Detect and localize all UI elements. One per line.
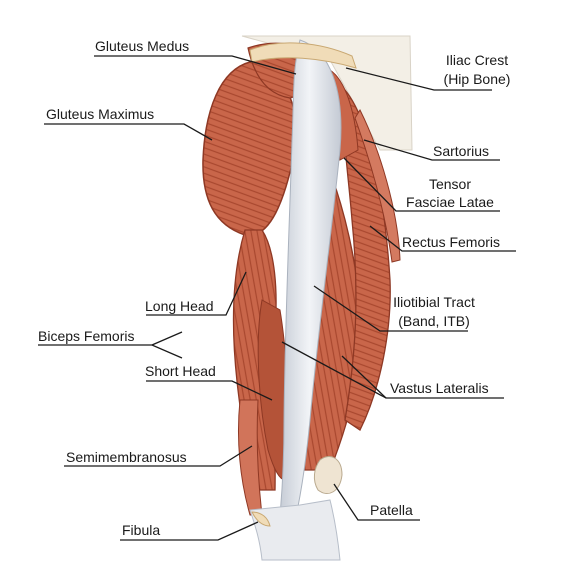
label-band-itb: (Band, ITB) [398,313,470,329]
label-gluteus-maximus: Gluteus Maximus [46,106,155,122]
leader-itb [313,285,468,332]
label-biceps-femoris: Biceps Femoris [38,328,135,344]
label-patella: Patella [370,502,413,518]
iliac-crest-bone [249,42,357,69]
leader-gluteus-maximus [44,123,213,141]
leader-biceps-femoris-branch [151,331,183,346]
label-iliotibial-tract: Iliotibial Tract [393,294,475,310]
label-sartorius: Sartorius [433,143,490,159]
label-fasciae-latae: Fasciae Latae [406,194,494,210]
leader-biceps-femoris [38,344,183,359]
label-fibula: Fibula [122,522,161,538]
leader-vastus-lateralis-2 [341,355,387,399]
leader-tensor [343,157,500,212]
leader-rectus-femoris [369,225,516,252]
label-long-head: Long Head [145,298,214,314]
sartorius-muscle [354,108,401,263]
leader-long-head [146,271,247,316]
label-iliac-crest: Iliac Crest [445,52,509,68]
leader-patella [333,483,420,521]
patella-bone [313,456,343,494]
leader-gluteus-medius [94,55,297,75]
leader-sartorius [363,139,500,161]
label-short-head: Short Head [145,363,216,379]
label-hip-bone: (Hip Bone) [443,71,511,87]
fibula-bone [251,511,271,527]
leader-semimembranosus [64,445,253,467]
leader-fibula [120,521,259,541]
label-gluteus-medius: Gluteus Medus [95,38,190,54]
leader-short-head [146,380,273,401]
label-tensor: Tensor [428,176,472,192]
lower-leg [249,499,341,561]
leader-lines [38,55,516,541]
label-rectus-femoris: Rectus Femoris [402,234,501,250]
leader-iliac-crest [345,67,492,91]
label-vastus-lateralis: Vastus Lateralis [390,380,489,396]
label-semimembranosus: Semimembranosus [66,449,187,465]
